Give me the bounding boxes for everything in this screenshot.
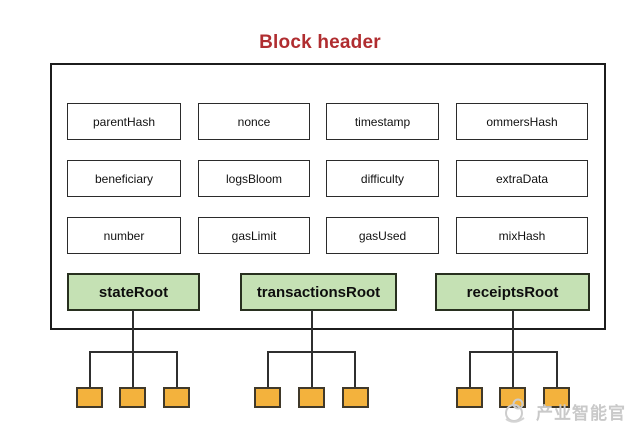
tree-stem-line	[132, 310, 134, 352]
field-label: gasUsed	[358, 228, 407, 243]
watermark-text: 产业智能官	[536, 403, 626, 423]
field-box-gasUsed: gasUsed	[326, 217, 439, 254]
tree-drop-line	[512, 351, 514, 388]
root-label: receiptsRoot	[466, 283, 559, 301]
field-label: beneficiary	[94, 171, 154, 186]
field-box-ommersHash: ommersHash	[456, 103, 588, 140]
tree-leaf-node	[76, 387, 103, 408]
tree-drop-line	[132, 351, 134, 388]
field-box-difficulty: difficulty	[326, 160, 439, 197]
field-label: ommersHash	[486, 114, 558, 129]
field-label: number	[103, 228, 145, 243]
field-box-logsBloom: logsBloom	[198, 160, 310, 197]
field-box-parentHash: parentHash	[67, 103, 181, 140]
brand-logo-icon	[501, 397, 531, 425]
tree-drop-line	[311, 351, 313, 388]
tree-leaf-node	[163, 387, 190, 408]
tree-stem-line	[311, 310, 313, 352]
tree-drop-line	[556, 351, 558, 388]
field-label: gasLimit	[231, 228, 277, 243]
root-box-transactionsRoot: transactionsRoot	[240, 273, 397, 311]
root-label: stateRoot	[98, 283, 169, 301]
tree-drop-line	[176, 351, 178, 388]
root-box-stateRoot: stateRoot	[67, 273, 200, 311]
tree-drop-line	[469, 351, 471, 388]
tree-leaf-node	[342, 387, 369, 408]
tree-leaf-node	[499, 387, 526, 408]
field-box-mixHash: mixHash	[456, 217, 588, 254]
field-box-nonce: nonce	[198, 103, 310, 140]
tree-drop-line	[89, 351, 91, 388]
tree-leaf-node	[456, 387, 483, 408]
field-label: extraData	[495, 171, 549, 186]
field-label: nonce	[237, 114, 271, 129]
watermark: 产业智能官	[501, 396, 626, 426]
field-label: timestamp	[354, 114, 411, 129]
field-box-beneficiary: beneficiary	[67, 160, 181, 197]
field-label: difficulty	[360, 171, 405, 186]
tree-drop-line	[354, 351, 356, 388]
tree-leaf-node	[298, 387, 325, 408]
diagram-title: Block header	[259, 32, 381, 53]
tree-leaf-node	[254, 387, 281, 408]
tree-leaf-node	[119, 387, 146, 408]
field-label: parentHash	[92, 114, 156, 129]
tree-stem-line	[512, 310, 514, 352]
root-label: transactionsRoot	[256, 283, 381, 301]
field-box-number: number	[67, 217, 181, 254]
tree-drop-line	[267, 351, 269, 388]
field-box-extraData: extraData	[456, 160, 588, 197]
root-box-receiptsRoot: receiptsRoot	[435, 273, 590, 311]
field-label: logsBloom	[225, 171, 283, 186]
field-box-gasLimit: gasLimit	[198, 217, 310, 254]
field-box-timestamp: timestamp	[326, 103, 439, 140]
field-label: mixHash	[498, 228, 546, 243]
tree-leaf-node	[543, 387, 570, 408]
